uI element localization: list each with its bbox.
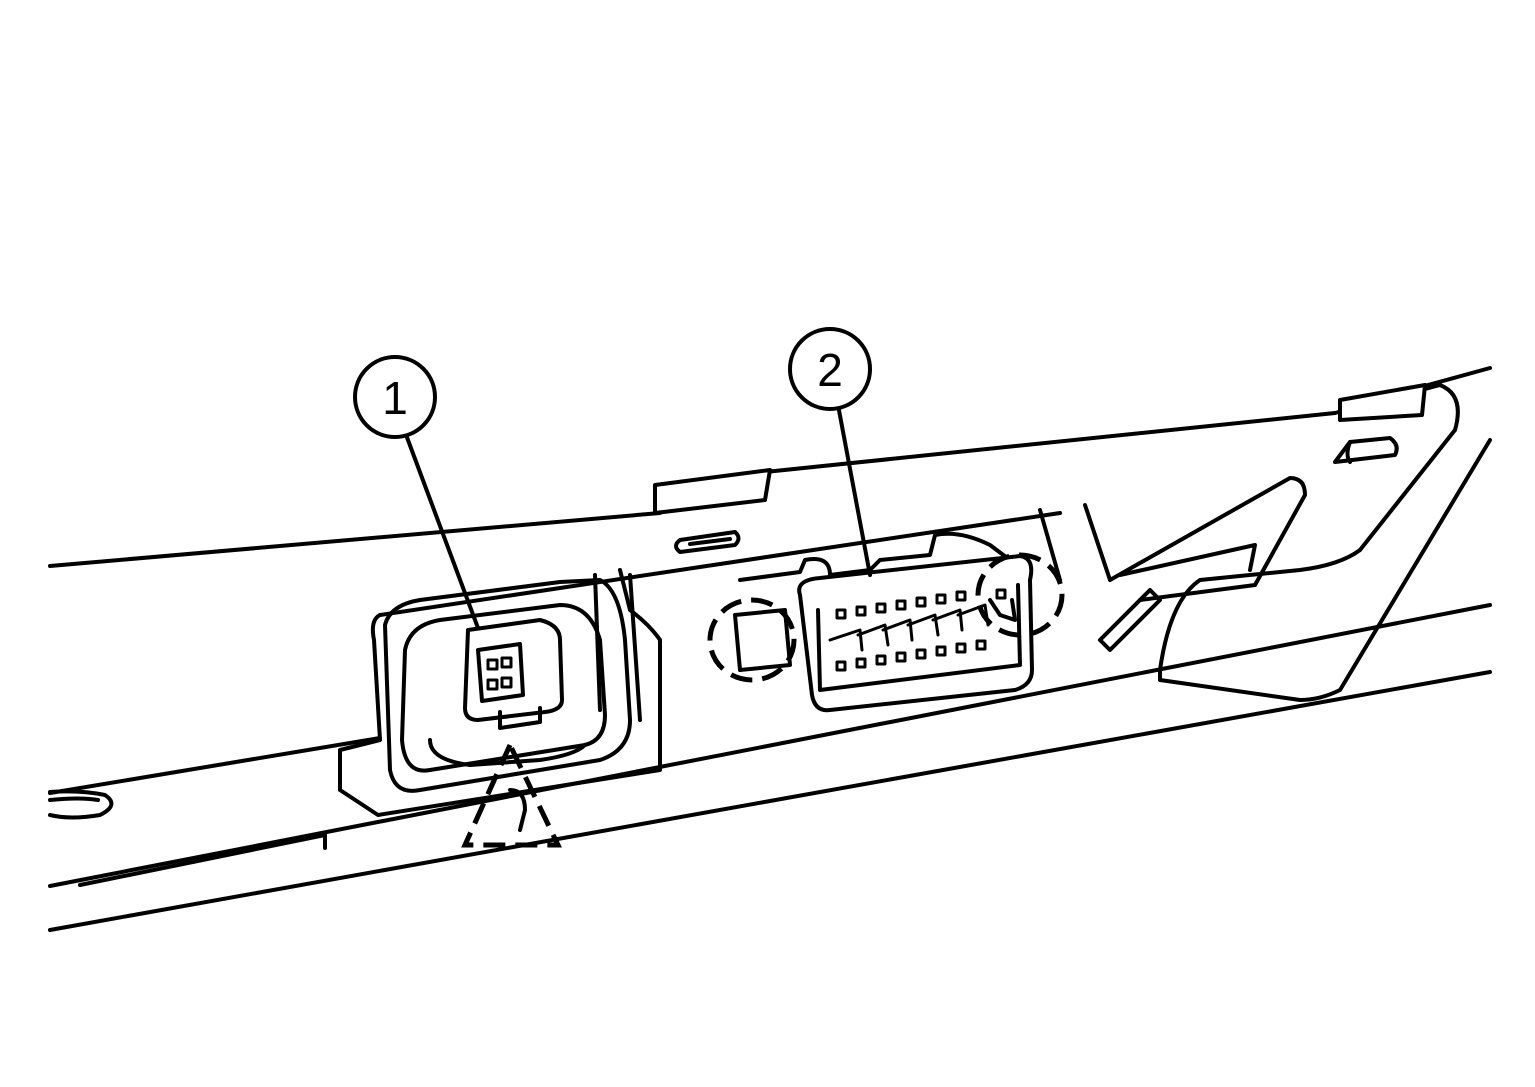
dlc-connector-icon: [707, 531, 1065, 713]
small-connector-icon: [463, 618, 564, 730]
panel-clip-tab: [653, 468, 772, 554]
instrument-panel-lower-outline: [48, 366, 1492, 932]
connector-1-housing: [383, 578, 632, 793]
callout-2-label: 2: [817, 344, 843, 396]
dlc-lower-pins: [828, 603, 990, 672]
panel-trim-edge: [338, 511, 1062, 817]
callout-1: 1: [353, 355, 437, 439]
dlc-upper-pins: [835, 588, 1007, 620]
callout-1-label: 1: [382, 372, 408, 424]
dashed-triangle-icon: [461, 739, 562, 848]
callout-2: 2: [788, 327, 872, 411]
right-trim-bracket: [1038, 383, 1492, 702]
leader-lines: [403, 403, 872, 630]
